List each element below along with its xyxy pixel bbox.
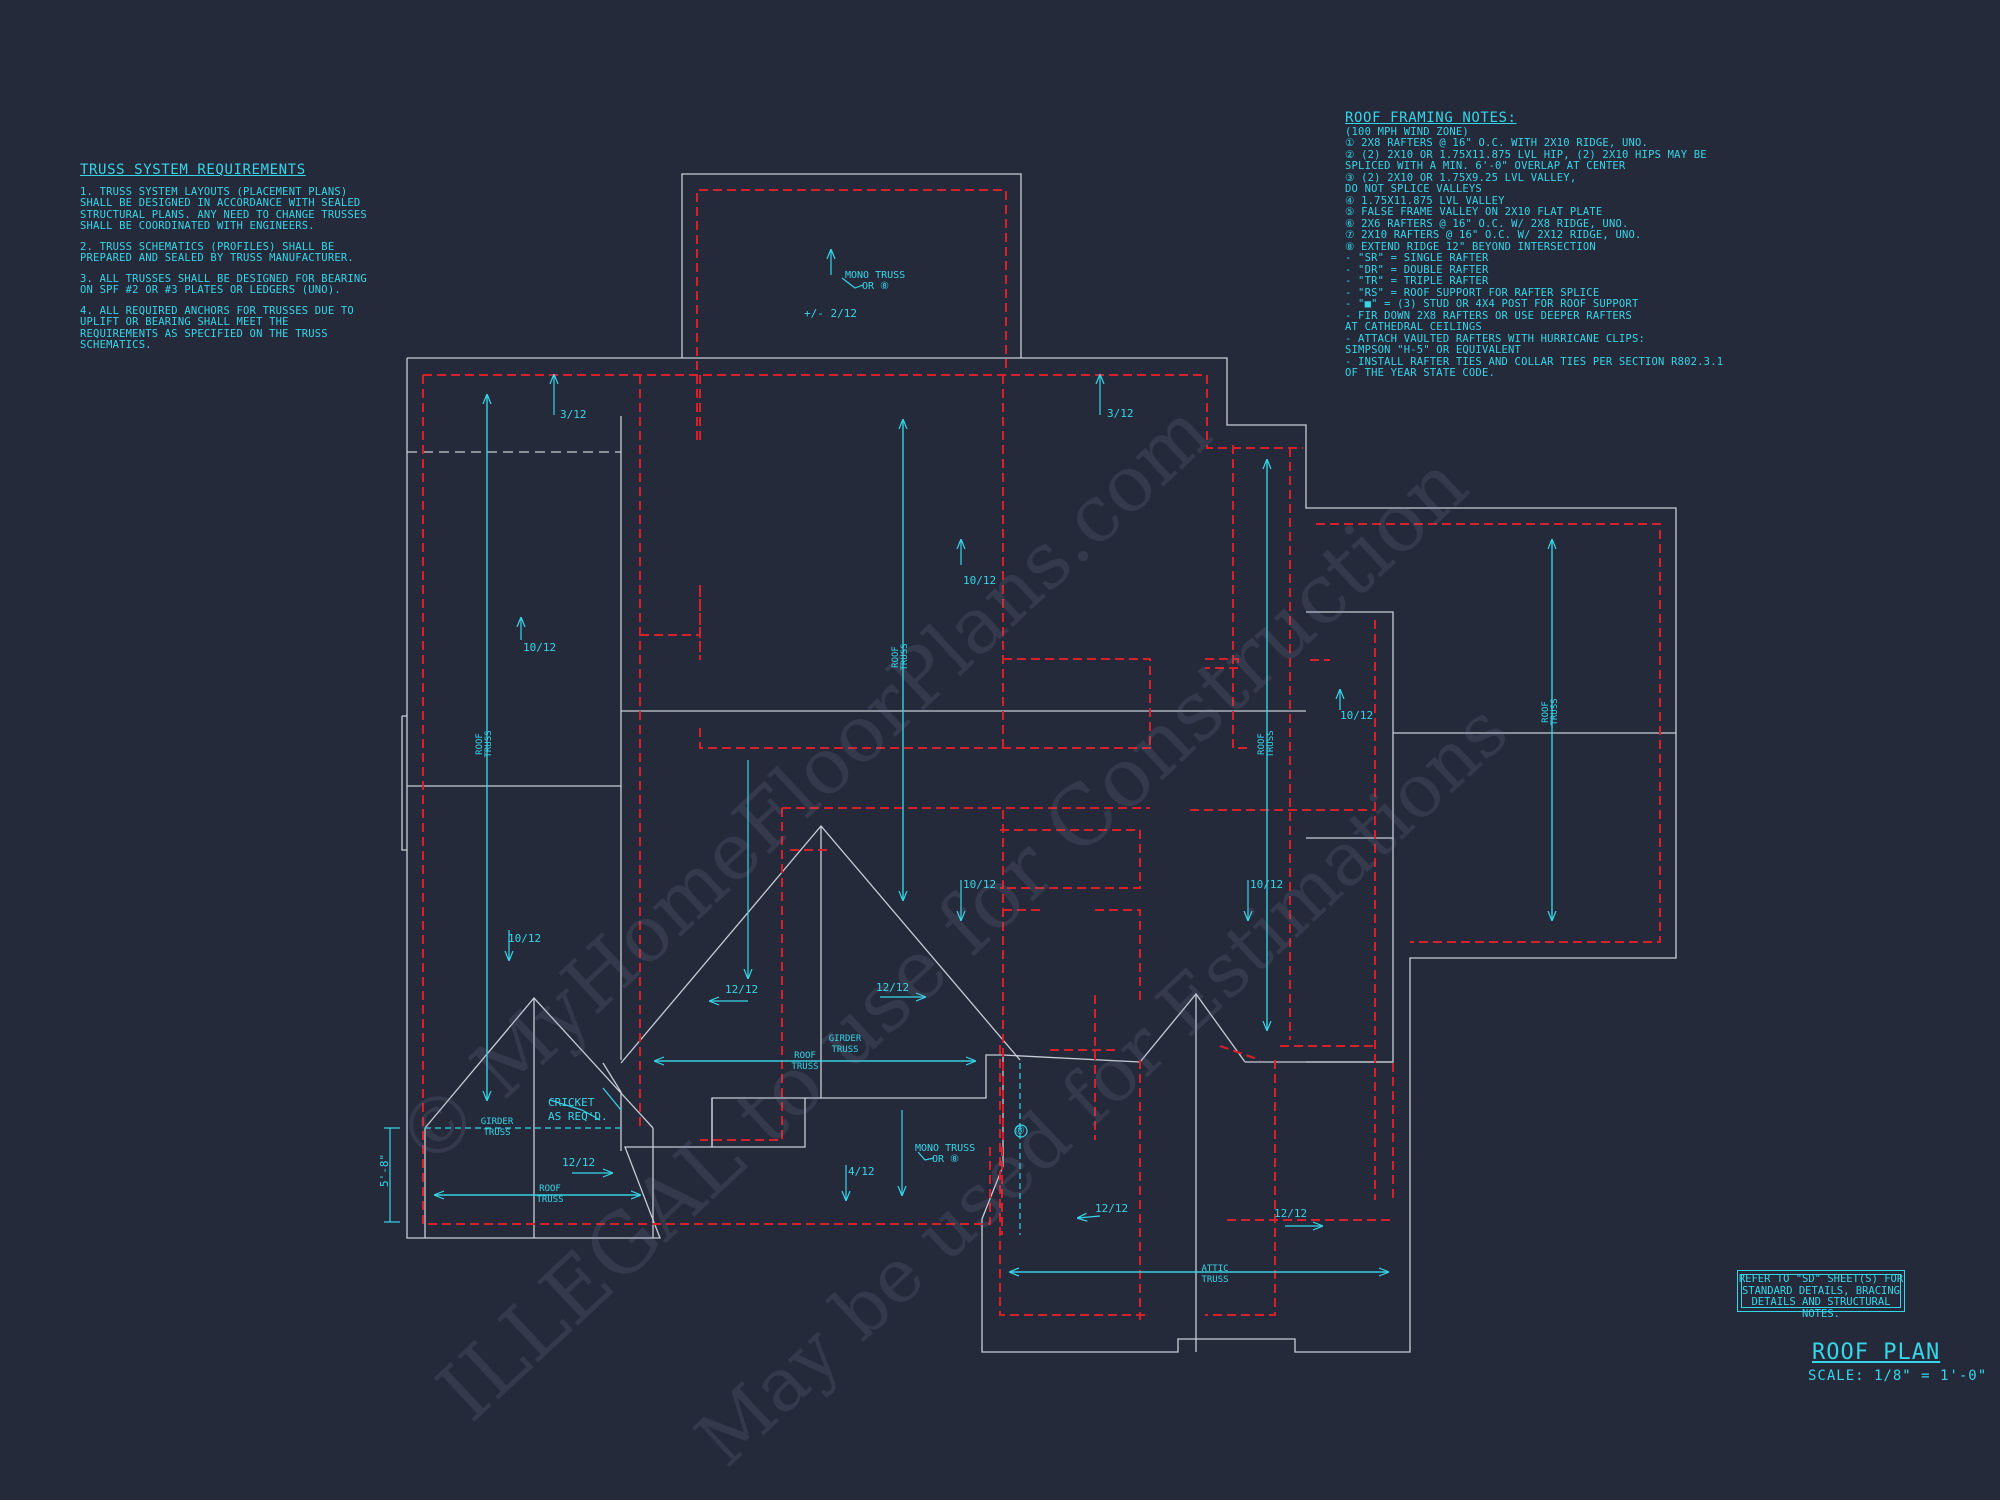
framing-note-line: ② (2) 2x10 OR 1.75x11.875 LVL HIP, (2) 2…	[1345, 148, 1707, 161]
label-roof-truss: ROOF TRUSS	[791, 1051, 819, 1072]
framing-note-line: ⑧ EXTEND RIDGE 12" BEYOND INTERSECTION	[1345, 240, 1596, 253]
label-marker-8: ⑧	[1015, 1124, 1025, 1137]
framing-note-line: ⑦ 2x10 RAFTERS @ 16" O.C. W/ 2x12 RIDGE,…	[1345, 229, 1642, 241]
framing-note-line: AT CATHEDRAL CEILINGS	[1345, 321, 1482, 333]
plan-scale: SCALE: 1/8" = 1'-0"	[1808, 1368, 1988, 1384]
label-attic-truss: ATTIC TRUSS	[1201, 1264, 1229, 1285]
label-roof-truss-vertical: ROOF TRUSS	[891, 643, 910, 671]
label-dimension: 5'-8"	[378, 1153, 391, 1187]
framing-note-line: SPLICED WITH A MIN. 6'-0" OVERLAP AT CEN…	[1345, 160, 1626, 172]
label-roof-truss-vertical: ROOF TRUSS	[1541, 698, 1560, 726]
label-roof-truss-vertical: ROOF TRUSS	[475, 730, 494, 758]
framing-note-line: - INSTALL RAFTER TIES AND COLLAR TIES PE…	[1345, 355, 1724, 368]
annotation-lines	[384, 250, 1552, 1272]
label-pitch: 12/12	[562, 1156, 596, 1169]
truss-requirements: TRUSS SYSTEM REQUIREMENTS 1. TRUSS SYSTE…	[80, 162, 370, 361]
framing-note-line: OF THE YEAR STATE CODE.	[1345, 367, 1495, 379]
framing-note-line: ① 2x8 RAFTERS @ 16" O.C. WITH 2x10 RIDGE…	[1345, 137, 1649, 149]
label-girder-truss: GIRDER TRUSS	[828, 1034, 862, 1055]
framing-note-line: DO NOT SPLICE VALLEYS	[1345, 183, 1482, 195]
refer-note-box: REFER TO "SD" SHEET(S) FOR STANDARD DETA…	[1737, 1270, 1905, 1319]
truss-req-item: 2. TRUSS SCHEMATICS (PROFILES) SHALL BE …	[80, 240, 354, 264]
framing-note-line: - "■" = (3) STUD OR 4x4 POST FOR ROOF SU…	[1345, 298, 1639, 310]
label-pitch: 10/12	[508, 932, 542, 945]
label-mono-truss-bottom: MONO TRUSS	[915, 1143, 976, 1154]
label-pitch: 10/12	[1250, 878, 1284, 891]
roof-outline	[401, 173, 1677, 1353]
label-mono-truss-top: MONO TRUSS	[845, 270, 906, 281]
truss-req-item: 1. TRUSS SYSTEM LAYOUTS (PLACEMENT PLANS…	[80, 185, 367, 232]
framing-note-line: - "DR" = DOUBLE RAFTER	[1345, 263, 1489, 276]
roof-framing-notes-title: ROOF FRAMING NOTES:	[1345, 110, 1517, 126]
truss-req-item: 4. ALL REQUIRED ANCHORS FOR TRUSSES DUE …	[80, 304, 354, 351]
plan-title: ROOF PLAN	[1812, 1340, 1941, 1365]
framing-note-line: - "TR" = TRIPLE RAFTER	[1345, 275, 1489, 287]
roof-framing-notes: ROOF FRAMING NOTES: (100 MPH WIND ZONE)①…	[1345, 110, 1724, 380]
framing-note-line: (100 MPH WIND ZONE)	[1345, 125, 1469, 138]
framing-note-line: ⑤ FALSE FRAME VALLEY ON 2x10 FLAT PLATE	[1345, 206, 1603, 218]
framing-note-line: SIMPSON "H-5" OR EQUIVALENT	[1345, 344, 1522, 356]
label-pitch: 12/12	[725, 983, 759, 996]
framing-note-line: - "RS" = ROOF SUPPORT FOR RAFTER SPLICE	[1345, 286, 1600, 299]
label-pitch: 12/12	[1274, 1207, 1308, 1220]
label-pitch: 4/12	[848, 1165, 875, 1178]
label-pitch: +/- 2/12	[804, 307, 857, 320]
label-pitch: 12/12	[876, 981, 910, 994]
framing-note-line: ③ (2) 2x10 OR 1.75x9.25 LVL VALLEY,	[1345, 171, 1577, 184]
label-or-bottom: OR ⑧	[932, 1154, 960, 1165]
truss-requirements-title: TRUSS SYSTEM REQUIREMENTS	[80, 162, 306, 178]
label-girder-truss: GIRDER TRUSS	[480, 1117, 514, 1138]
label-roof-truss: ROOF TRUSS	[536, 1184, 564, 1205]
label-pitch: 12/12	[1095, 1202, 1129, 1215]
framing-lines	[422, 189, 1661, 1320]
framing-note-line: - "SR" = SINGLE RAFTER	[1345, 252, 1489, 264]
label-pitch: 10/12	[1340, 709, 1374, 722]
label-pitch: 10/12	[963, 878, 997, 891]
label-pitch: 10/12	[523, 641, 557, 654]
label-or-top: OR ⑧	[862, 281, 890, 292]
label-cricket: CRICKET AS REQ'D.	[548, 1096, 608, 1123]
label-pitch: 10/12	[963, 574, 997, 587]
label-pitch: 3/12	[1107, 407, 1134, 420]
label-roof-truss-vertical: ROOF TRUSS	[1257, 730, 1276, 758]
framing-notes-list: (100 MPH WIND ZONE)① 2x8 RAFTERS @ 16" O…	[1345, 125, 1724, 380]
framing-note-line: ⑥ 2x6 RAFTERS @ 16" O.C. W/ 2x8 RIDGE, U…	[1345, 217, 1629, 230]
truss-req-item: 3. ALL TRUSSES SHALL BE DESIGNED FOR BEA…	[80, 272, 367, 296]
framing-note-line: - ATTACH VAULTED RAFTERS WITH HURRICANE …	[1345, 332, 1645, 345]
framing-note-line: - FIR DOWN 2x8 RAFTERS OR USE DEEPER RAF…	[1345, 309, 1632, 322]
label-pitch: 3/12	[560, 408, 587, 421]
framing-note-line: ④ 1.75x11.875 LVL VALLEY	[1345, 194, 1505, 207]
